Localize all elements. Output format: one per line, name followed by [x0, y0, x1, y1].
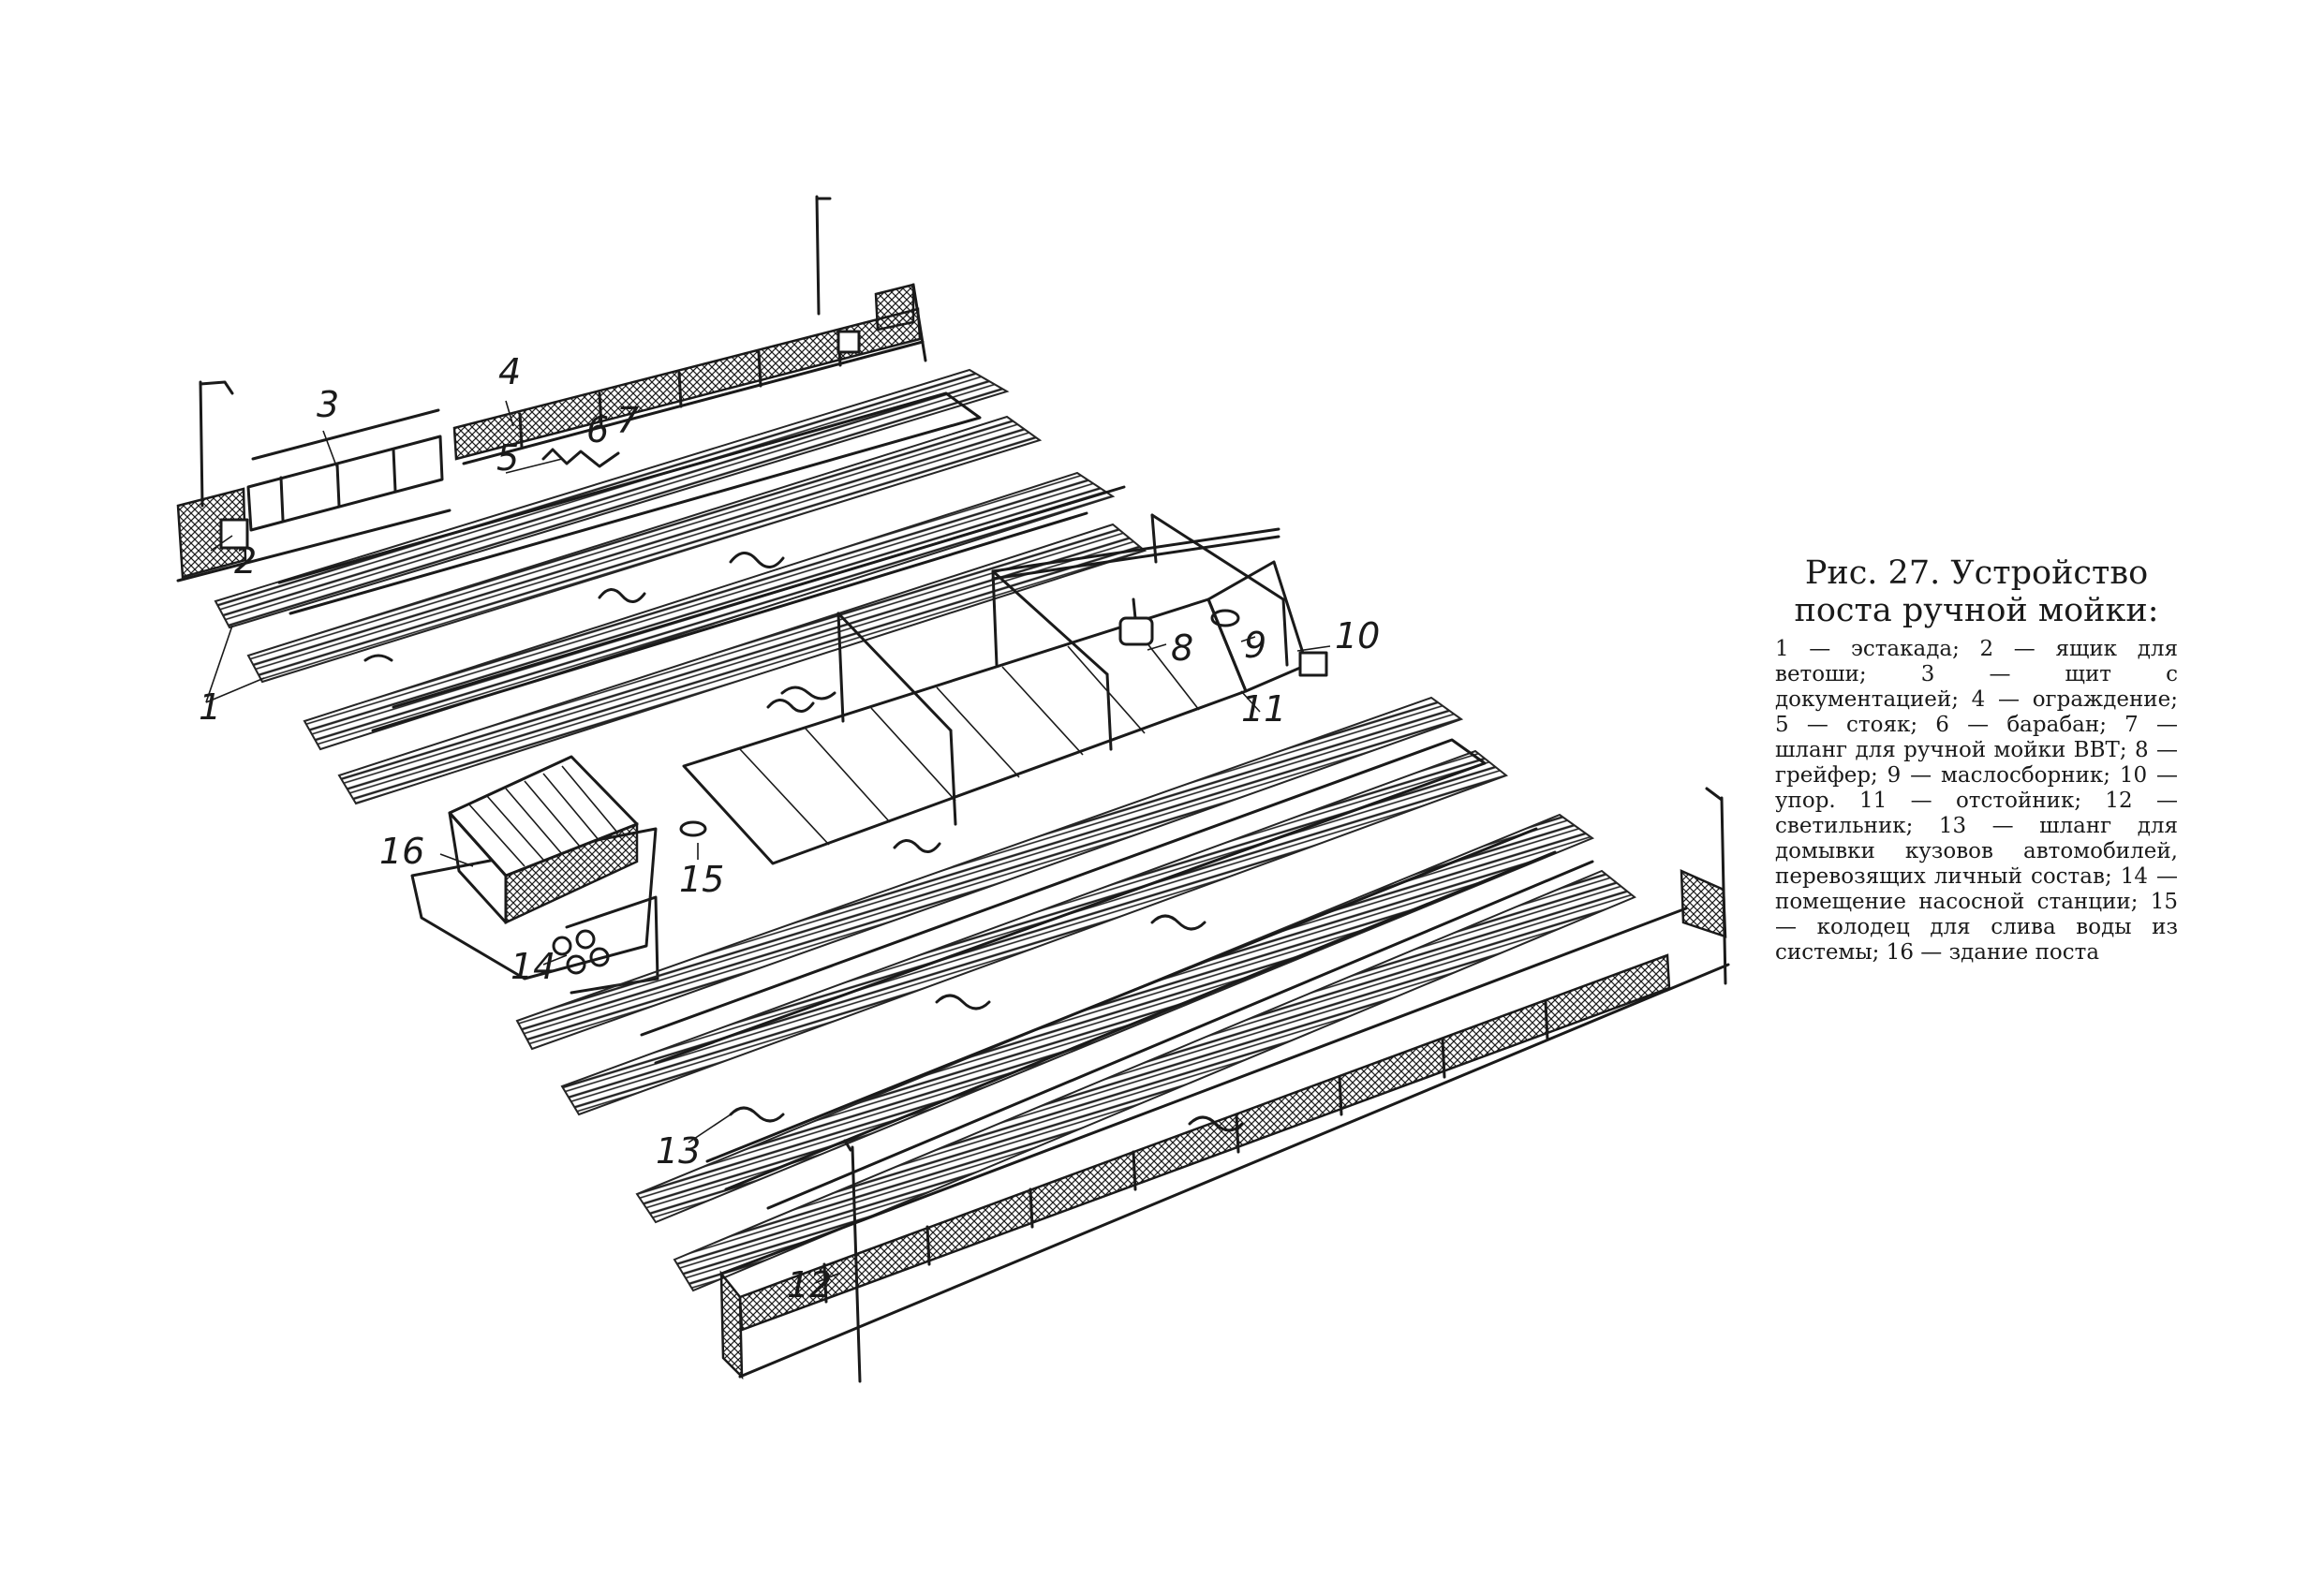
callout-15: 15 — [679, 859, 724, 900]
callout-7: 7 — [616, 400, 639, 441]
callout-1: 1 — [199, 686, 221, 728]
callout-8: 8 — [1171, 627, 1193, 669]
callout-9: 9 — [1244, 625, 1266, 666]
callout-labels: 1 2 3 4 5 6 7 8 9 10 11 12 13 14 15 16 — [199, 351, 1380, 1305]
ramps-right — [515, 696, 1636, 1292]
ramps-left — [214, 368, 1147, 805]
fence-posts-front — [822, 1000, 1549, 1304]
callout-6: 6 — [586, 409, 609, 450]
callout-5: 5 — [496, 437, 519, 479]
callout-4: 4 — [498, 351, 521, 392]
back-fence — [176, 195, 927, 583]
settling-tank — [682, 513, 1328, 865]
callout-2: 2 — [234, 540, 257, 582]
caption-title: Рис. 27. Устройство поста ручной мойки: — [1794, 554, 2159, 629]
callout-11: 11 — [1241, 688, 1286, 730]
post-building — [410, 755, 707, 995]
caption-legend: 1 — эстакада; 2 — ящик для ветоши; 3 — щ… — [1775, 637, 2178, 965]
figure-caption: Рис. 27. Устройство поста ручной мойки: … — [1775, 554, 2178, 966]
callout-12: 12 — [787, 1264, 832, 1305]
callout-10: 10 — [1335, 615, 1380, 656]
callout-14: 14 — [511, 946, 555, 987]
leader-lines — [205, 400, 1331, 1284]
callout-16: 16 — [379, 831, 424, 872]
front-fence — [719, 787, 1730, 1383]
callout-3: 3 — [317, 384, 339, 425]
callout-13: 13 — [656, 1130, 701, 1172]
